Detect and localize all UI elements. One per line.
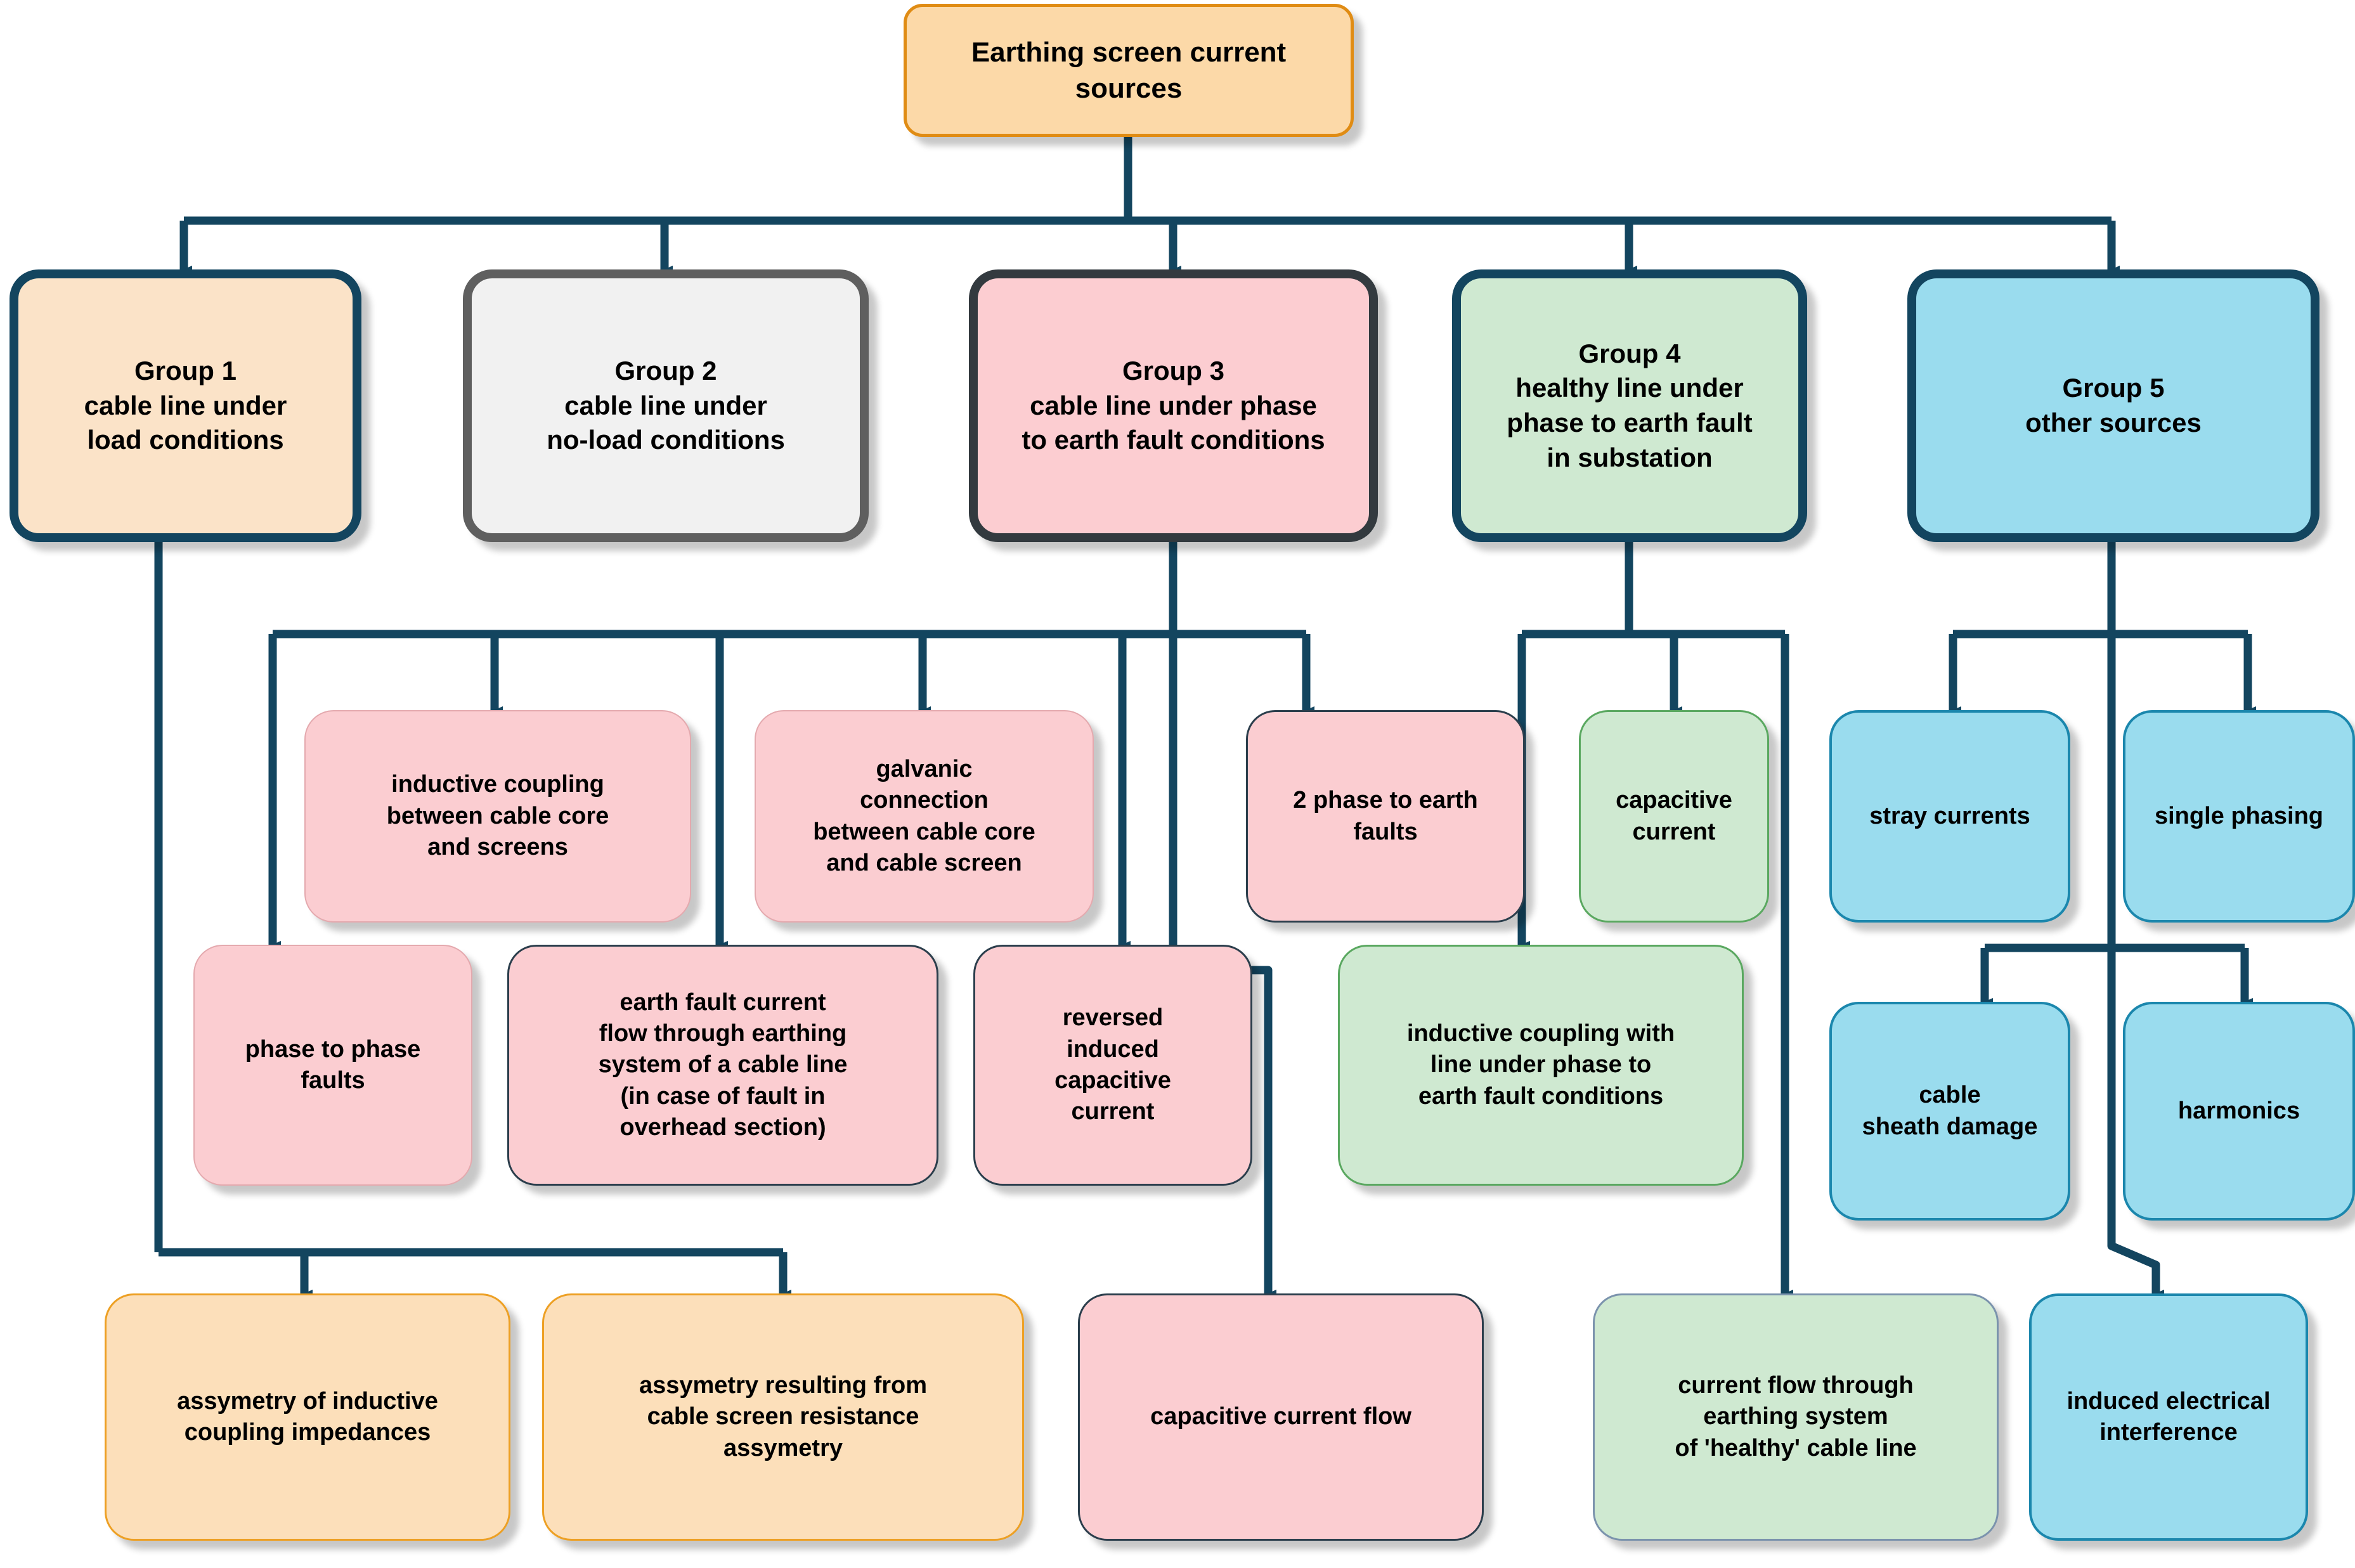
- node-assymetry-of-inductive-coupling-impedances[interactable]: assymetry of inductive coupling impedanc…: [105, 1293, 510, 1541]
- node-inductive-coupling-with-line[interactable]: inductive coupling with line under phase…: [1338, 945, 1744, 1186]
- node-group-1-label: Group 1 cable line under load conditions: [84, 356, 287, 455]
- node-inductive-coupling[interactable]: inductive coupling between cable core an…: [304, 710, 691, 923]
- node-capacitive-current[interactable]: capacitive current: [1579, 710, 1769, 923]
- node-single-phasing[interactable]: single phasing: [2123, 710, 2355, 923]
- node-stray-currents[interactable]: stray currents: [1829, 710, 2070, 923]
- node-capacitive-current-flow-label: capacitive current flow: [1150, 1403, 1411, 1430]
- node-reversed-induced-capacitive-current-label: reversed induced capacitive current: [1054, 1004, 1171, 1125]
- node-harmonics-label: harmonics: [2177, 1097, 2300, 1124]
- node-reversed-induced-capacitive-current[interactable]: reversed induced capacitive current: [973, 945, 1252, 1186]
- node-single-phasing-label: single phasing: [2154, 802, 2324, 829]
- node-group-4[interactable]: Group 4 healthy line under phase to eart…: [1452, 269, 1807, 542]
- node-inductive-coupling-label: inductive coupling between cable core an…: [386, 771, 609, 861]
- node-root[interactable]: Earthing screen current sources: [904, 4, 1354, 137]
- node-harmonics[interactable]: harmonics: [2123, 1002, 2355, 1221]
- node-group-4-label: Group 4 healthy line under phase to eart…: [1507, 338, 1753, 472]
- node-capacitive-current-label: capacitive current: [1616, 787, 1732, 845]
- node-assymetry-of-inductive-coupling-impedances-label: assymetry of inductive coupling impedanc…: [177, 1387, 438, 1446]
- node-earth-fault-current-flow-label: earth fault current flow through earthin…: [598, 988, 848, 1141]
- node-current-flow-through-earthing-system[interactable]: current flow through earthing system of …: [1593, 1293, 1999, 1541]
- node-current-flow-through-earthing-system-label: current flow through earthing system of …: [1675, 1371, 1917, 1461]
- node-phase-to-phase-faults-label: phase to phase faults: [245, 1035, 421, 1094]
- node-cable-sheath-damage[interactable]: cable sheath damage: [1829, 1002, 2070, 1221]
- node-induced-electrical-interference[interactable]: induced electrical interference: [2029, 1293, 2308, 1541]
- node-cable-sheath-damage-label: cable sheath damage: [1862, 1082, 2038, 1140]
- node-assymetry-resulting-from-cable-screen-resistance-label: assymetry resulting from cable screen re…: [639, 1371, 928, 1461]
- node-group-5-label: Group 5 other sources: [2025, 373, 2202, 437]
- node-assymetry-resulting-from-cable-screen-resistance[interactable]: assymetry resulting from cable screen re…: [542, 1293, 1024, 1541]
- node-group-3-label: Group 3 cable line under phase to earth …: [1022, 356, 1325, 455]
- node-galvanic-connection-label: galvanic connection between cable core a…: [813, 755, 1035, 876]
- node-stray-currents-label: stray currents: [1869, 802, 2030, 829]
- node-induced-electrical-interference-label: induced electrical interference: [2066, 1387, 2271, 1446]
- node-phase-to-phase-faults[interactable]: phase to phase faults: [193, 945, 472, 1186]
- node-group-2-label: Group 2 cable line under no-load conditi…: [547, 356, 785, 455]
- node-2-phase-to-earth-faults[interactable]: 2 phase to earth faults: [1246, 710, 1525, 923]
- node-root-label: Earthing screen current sources: [971, 36, 1287, 104]
- node-galvanic-connection[interactable]: galvanic connection between cable core a…: [755, 710, 1094, 923]
- node-inductive-coupling-with-line-label: inductive coupling with line under phase…: [1406, 1020, 1675, 1110]
- node-capacitive-current-flow[interactable]: capacitive current flow: [1078, 1293, 1484, 1541]
- node-group-1[interactable]: Group 1 cable line under load conditions: [10, 269, 361, 542]
- node-earth-fault-current-flow[interactable]: earth fault current flow through earthin…: [507, 945, 938, 1186]
- node-2-phase-to-earth-faults-label: 2 phase to earth faults: [1293, 787, 1478, 845]
- node-group-5[interactable]: Group 5 other sources: [1907, 269, 2319, 542]
- node-group-2[interactable]: Group 2 cable line under no-load conditi…: [463, 269, 869, 542]
- node-group-3[interactable]: Group 3 cable line under phase to earth …: [969, 269, 1378, 542]
